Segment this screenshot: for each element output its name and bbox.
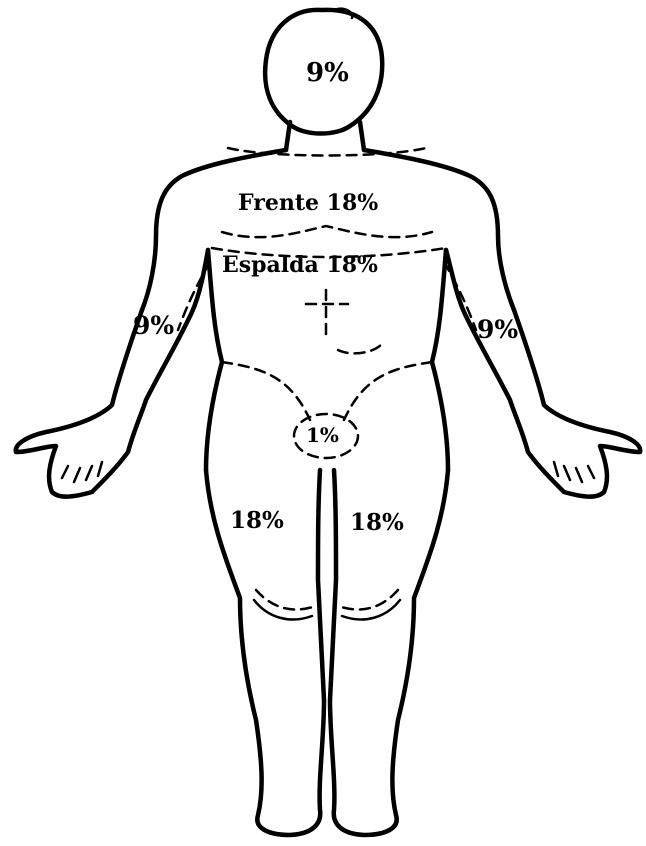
back-torso-label: Espalda 18% [222,254,378,276]
shoulder-left-outline [364,150,514,310]
arm-left-outer [446,250,640,497]
shoulder-right-outline [142,150,286,310]
right-leg-percentage-label: 18% [230,509,284,532]
hip-line-left [344,362,432,420]
left-leg-percentage-label: 18% [350,511,404,534]
head-percentage-label: 9% [306,60,349,86]
right-arm-percentage-label: 9% [133,313,174,338]
left-arm-percentage-label: 9% [477,317,518,342]
neck-outline [286,122,290,150]
genital-percentage-label: 1% [306,425,339,445]
knee-right-joint [256,590,316,609]
torso-left-side [432,250,448,470]
hip-line [222,362,310,420]
torso-right-side [206,250,222,470]
pectoral-line [222,226,432,237]
front-torso-label: Frente 18% [238,192,378,214]
abdomen-line [306,290,382,353]
arm-right-outer [16,250,208,497]
knee-left-joint [338,590,398,609]
